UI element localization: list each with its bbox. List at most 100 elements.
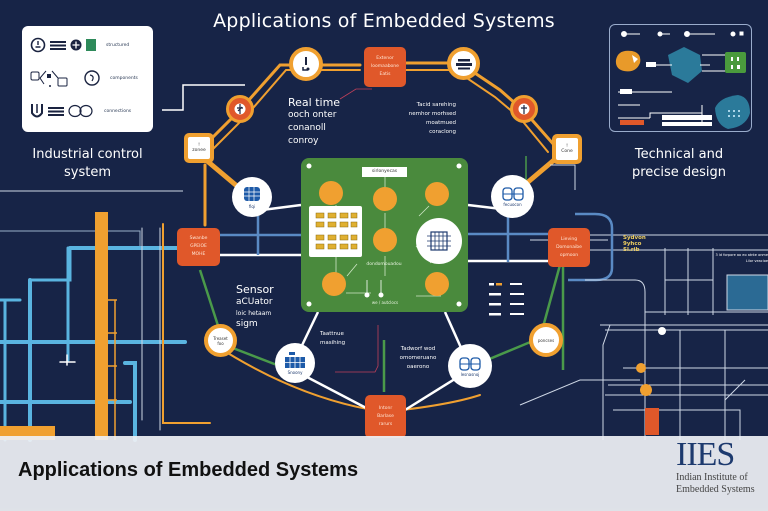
caption-industrial-control: Industrial control system [22, 146, 153, 182]
spec-note-line: 3 ld forpore ao eo atnte onme [715, 253, 768, 257]
memory-grid-icon [309, 206, 362, 257]
link-node[interactable]: lesnasnoj [448, 344, 492, 388]
module-text: MOHE [191, 252, 206, 257]
shield-graphic [668, 47, 702, 83]
node-label: zonee [192, 148, 206, 153]
node-label: Cone [561, 149, 573, 154]
node-symbol: ! [566, 144, 568, 149]
battery-cells-icon [459, 356, 481, 371]
caption-line: precise design [631, 165, 727, 180]
module-text: Eatis [379, 72, 391, 77]
legend-label: structured [106, 42, 130, 48]
node-label: lesnasnoj [460, 371, 480, 377]
note-line: Real time [288, 96, 341, 109]
module-text: GPEIOE [190, 244, 207, 249]
alert-node[interactable] [289, 47, 323, 81]
caption-line: system [64, 165, 111, 180]
spec-note-line: Lilor veacioe [745, 259, 768, 263]
switch-icon [234, 103, 246, 115]
legend-card: structured components connections [22, 26, 153, 132]
relay-node[interactable] [510, 95, 538, 123]
note-line: omomeruano [399, 355, 437, 361]
note-sensor-actuator: Sensor aCUator loic hetaam sigm [236, 283, 274, 331]
node-label: fecuocon [503, 202, 522, 207]
input-node-face: ! zonee [188, 137, 210, 159]
input-node-face: ! Cone [556, 138, 578, 160]
legend-row: connections [30, 99, 131, 123]
readout-label: Sl.rib [623, 247, 640, 253]
solar-panel-node[interactable]: fiqi [232, 177, 272, 217]
support-column [95, 212, 108, 440]
chip[interactable] [425, 272, 449, 296]
logo-line: Indian Institute of [676, 472, 748, 483]
chip[interactable] [425, 182, 449, 206]
magnet-icon [31, 104, 43, 118]
chip[interactable] [322, 272, 346, 296]
readout-label: 9yhco [623, 241, 642, 247]
note-bottom-left: Taattnue masihing [320, 330, 358, 348]
node-label: Snoony [287, 369, 303, 375]
legend-row: structured [30, 33, 129, 57]
input-node-left[interactable]: ! zonee [184, 133, 214, 163]
board-label: sirlonyecas [362, 167, 407, 177]
processor-chip-node[interactable] [416, 218, 462, 264]
battery-node[interactable]: fecuocon [491, 175, 534, 218]
note-line: coraclong [429, 129, 456, 135]
pipe-network-left [0, 223, 211, 442]
sensor-node[interactable]: Treaset foo [204, 324, 237, 357]
readout-labels: Sydvon 9yhco Sl.rib [623, 235, 646, 253]
menu-lines-icon [48, 107, 64, 116]
alert-icon [302, 57, 310, 71]
chip[interactable] [373, 187, 397, 211]
module-text: Extenor [376, 56, 394, 61]
network-nodes-icon [30, 70, 68, 87]
note-line: moatmued [426, 120, 456, 126]
storage-array-icon [285, 351, 305, 368]
process-node[interactable]: poncses [529, 323, 563, 357]
plus-circle-icon [70, 39, 82, 51]
display-node[interactable] [447, 47, 480, 80]
chip[interactable] [373, 228, 397, 252]
note-line: masihing [320, 340, 346, 346]
switch-node[interactable] [226, 95, 254, 123]
menu-lines-icon [50, 41, 66, 50]
chip-blob [615, 50, 641, 72]
module-box-right[interactable]: Lieving Domonaibe opmoon [548, 228, 590, 267]
power-symbol-icon [30, 37, 46, 53]
module-text: Intonr [378, 405, 393, 411]
design-panel [609, 24, 752, 132]
storage-node[interactable]: Snoony [275, 343, 315, 383]
module-box-top[interactable]: Extenor loomaabone Eatis [364, 47, 406, 87]
relay-icon [518, 103, 530, 115]
readout-label: Sydvon [623, 235, 646, 241]
iies-logo[interactable]: IIES Indian Institute of Embedded System… [676, 438, 768, 508]
module-text: loomaabone [371, 64, 399, 69]
processor-chip-icon [427, 231, 451, 251]
module-box-left[interactable]: Swanbe GPEIOE MOHE [177, 228, 220, 266]
valve-block [645, 408, 659, 435]
chip[interactable] [319, 181, 343, 205]
blue-connections [186, 212, 768, 282]
logo-mark: IIES [676, 436, 735, 473]
pcb-graphic [725, 52, 746, 73]
input-node-right[interactable]: ! Cone [552, 134, 582, 164]
module-text: Lieving [560, 236, 578, 242]
design-sketch [615, 31, 750, 129]
green-block-icon [86, 39, 96, 51]
module-text: opmoon [559, 252, 579, 258]
page-title: Applications of Embedded Systems [213, 10, 555, 32]
sensor-ring-icon [84, 70, 100, 86]
note-line: conroy [288, 136, 319, 146]
note-real-time: Real time ooch onter conanoll conroy [288, 96, 340, 148]
caption-line: Industrial control [32, 147, 143, 162]
caption-line: Technical and [634, 147, 724, 162]
cloud-graphic [715, 95, 750, 129]
node-symbol: ! [198, 143, 200, 148]
microcontroller-board[interactable]: sirlonyecas dondomouadou we / autclocs [301, 158, 468, 312]
module-box-bottom[interactable]: Intonr Barlase rarurs [365, 395, 406, 438]
note-line: sigm [236, 319, 258, 329]
node-label: Treaset [213, 335, 228, 341]
module-text: rarurs [378, 421, 393, 427]
display-icon [455, 58, 472, 69]
note-line: loic hetaam [236, 310, 272, 317]
